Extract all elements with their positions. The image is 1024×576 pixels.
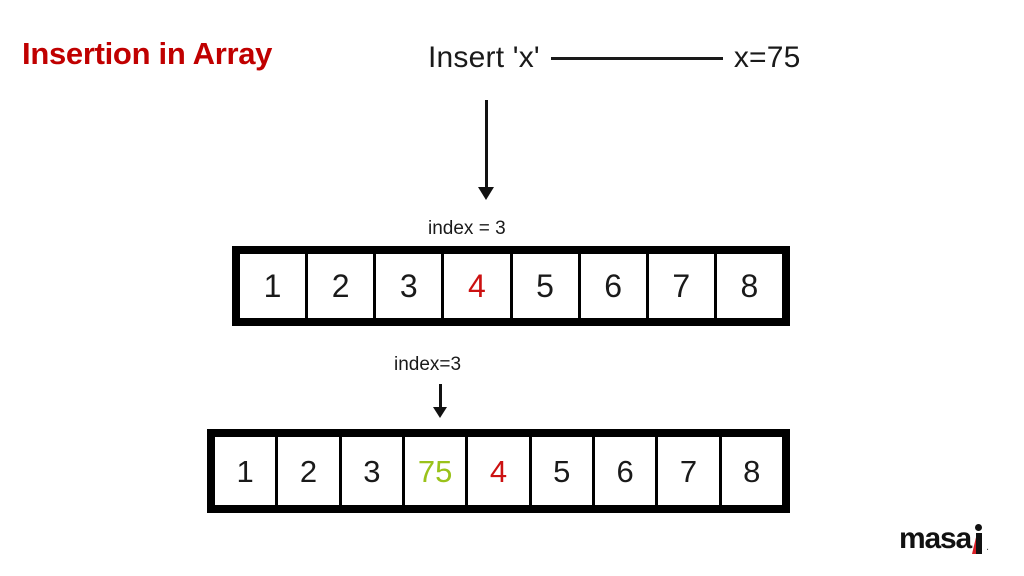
array-cell: 1 (240, 254, 309, 318)
array-cell: 7 (658, 437, 722, 505)
logo-letter-i-icon (971, 524, 984, 554)
down-arrow-icon (478, 100, 494, 200)
arrow-shaft (438, 384, 442, 408)
page-title: Insertion in Array (22, 36, 273, 71)
logo-i-dot (974, 524, 982, 531)
arrow-head (433, 407, 447, 418)
array-cell: 7 (648, 254, 717, 318)
insert-equation-row: Insert 'x' x=75 (428, 36, 801, 80)
array-cell: 1 (215, 437, 279, 505)
array-cell: 2 (278, 437, 342, 505)
original-array: 1 2 3 4 5 6 7 8 (232, 246, 790, 326)
insert-value-label: x=75 (733, 41, 801, 74)
array-cell-highlighted: 4 (444, 254, 513, 318)
array-cell: 3 (376, 254, 445, 318)
down-arrow-short-icon (433, 384, 447, 418)
insert-label: Insert 'x' (428, 41, 540, 74)
index-caption-bottom: index=3 (394, 354, 462, 375)
array-cell: 8 (716, 254, 782, 318)
logo-registered-mark: . (985, 541, 989, 553)
logo-i-stem (975, 533, 982, 554)
array-cell-highlighted: 4 (468, 437, 532, 505)
connector-line (550, 56, 723, 60)
arrow-shaft (484, 100, 488, 188)
array-cell: 5 (531, 437, 595, 505)
masai-logo: masa . (899, 520, 989, 554)
logo-accent-wedge (971, 533, 977, 554)
array-cell: 6 (594, 437, 659, 505)
array-cell-inserted: 75 (404, 437, 469, 505)
array-cell: 2 (308, 254, 377, 318)
result-array: 1 2 3 75 4 5 6 7 8 (207, 429, 790, 513)
index-caption-top: index = 3 (428, 218, 506, 239)
array-cell: 3 (341, 437, 405, 505)
logo-wordmark: masa (899, 522, 972, 555)
array-cell: 5 (512, 254, 581, 318)
arrow-head (478, 187, 494, 200)
array-cell: 8 (721, 437, 782, 505)
array-cell: 6 (580, 254, 649, 318)
